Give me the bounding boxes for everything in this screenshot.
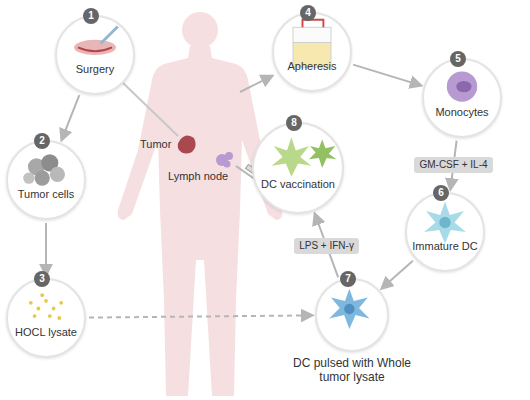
callout-number: 4 bbox=[300, 5, 316, 21]
cell-illustration bbox=[424, 60, 500, 136]
callout-number: 6 bbox=[433, 185, 449, 201]
callout-number: 8 bbox=[286, 115, 302, 131]
cell-illustration bbox=[8, 280, 84, 356]
callout-number: 1 bbox=[83, 8, 99, 24]
flow-arrow bbox=[62, 95, 80, 140]
node-label: Surgery bbox=[61, 63, 129, 76]
callout-number: 5 bbox=[450, 51, 466, 67]
lysate-circle: 3HOCL lysate bbox=[6, 278, 86, 358]
callout-number: 2 bbox=[34, 133, 50, 149]
node-label: Monocytes bbox=[428, 106, 496, 119]
edge-label: LPS + IFN-γ bbox=[294, 238, 359, 254]
apheresis-arrow bbox=[240, 76, 272, 92]
node-label: DC pulsed with Whole tumor lysate bbox=[287, 356, 417, 384]
lymph-node bbox=[216, 152, 233, 168]
apheresis-circle: 4Apheresis bbox=[272, 12, 352, 92]
callout-number: 3 bbox=[34, 271, 50, 287]
cell-illustration bbox=[8, 142, 84, 218]
callout-number: 7 bbox=[340, 271, 356, 287]
cell-illustration bbox=[317, 280, 387, 350]
tumor-cells-circle: 2Tumor cells bbox=[6, 140, 86, 220]
surgery-circle: 1Surgery bbox=[55, 15, 135, 95]
node-label: DC vaccination bbox=[258, 178, 338, 191]
node-label: HOCL lysate bbox=[12, 326, 80, 339]
surgery-leader bbox=[122, 82, 178, 136]
cell-illustration bbox=[254, 124, 342, 212]
vaccination-circle: 8DC vaccination bbox=[252, 122, 344, 214]
node-label: Apheresis bbox=[278, 60, 346, 73]
human-silhouette bbox=[118, 12, 283, 396]
cell-illustration bbox=[274, 14, 350, 90]
flow-arrow bbox=[45, 223, 47, 275]
immature-dc-circle: 6Immature DC bbox=[405, 192, 485, 272]
node-label: Tumor cells bbox=[12, 188, 80, 201]
cell-illustration bbox=[57, 17, 133, 93]
tumor-organ bbox=[178, 135, 196, 153]
flow-arrow bbox=[89, 315, 312, 317]
node-label: Immature DC bbox=[411, 240, 479, 253]
pulsed-dc-circle: 7DC pulsed with Whole tumor lysate bbox=[315, 278, 389, 352]
flow-arrow bbox=[353, 65, 421, 86]
flow-arrow bbox=[382, 261, 413, 289]
body-label: Lymph node bbox=[168, 170, 228, 183]
monocytes-circle: 5Monocytes bbox=[422, 58, 502, 138]
edge-label: GM-CSF + IL-4 bbox=[414, 157, 492, 173]
cell-illustration bbox=[407, 194, 483, 270]
body-label: Tumor bbox=[140, 138, 171, 151]
